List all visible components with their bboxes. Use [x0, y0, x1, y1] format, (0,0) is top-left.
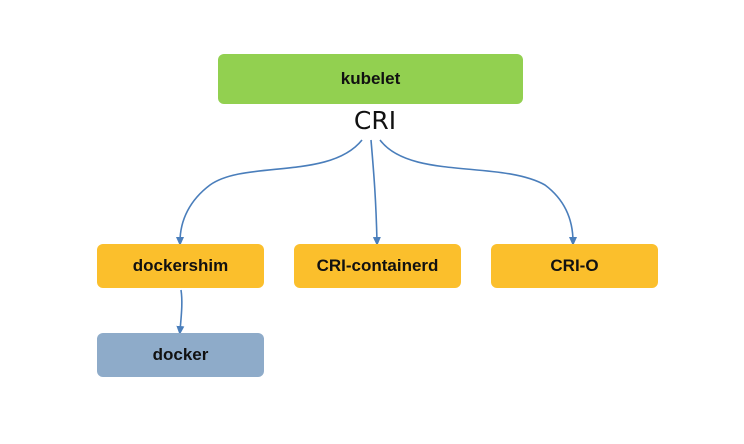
cri-containerd-node: CRI-containerd [294, 244, 461, 288]
dockershim-node: dockershim [97, 244, 264, 288]
cri-containerd-label: CRI-containerd [316, 256, 439, 275]
cri-o-label: CRI-O [550, 256, 599, 275]
cri-o-node: CRI-O [491, 244, 658, 288]
kubelet-label: kubelet [340, 69, 401, 88]
edge-kubelet-to-cri-o [379, 139, 577, 246]
cri-interface-label: CRI [353, 106, 397, 135]
kubelet-node: kubelet [218, 54, 523, 104]
dockershim-label: dockershim [132, 256, 229, 275]
docker-node: docker [97, 333, 264, 377]
edge-kubelet-to-cri-containerd [370, 139, 381, 246]
edge-dockershim-to-docker [176, 289, 185, 335]
docker-label: docker [152, 345, 209, 364]
edge-kubelet-to-dockershim [176, 139, 363, 246]
